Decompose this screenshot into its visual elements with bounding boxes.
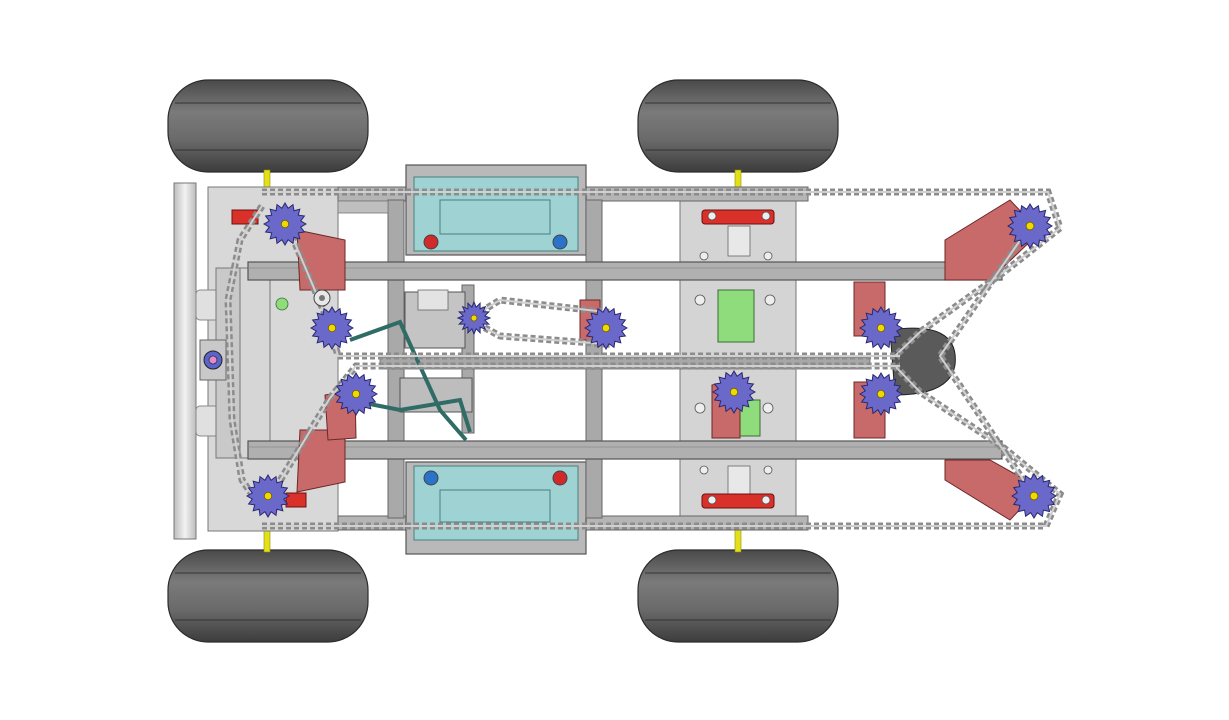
rear-cam	[889, 327, 956, 396]
sprocket-front-mid-lower	[334, 372, 378, 416]
tire-front-left	[167, 79, 369, 173]
chain-front-loop-highlight	[226, 205, 265, 513]
sprockets	[246, 202, 1057, 519]
front-bumper	[173, 182, 271, 540]
front-pivot-bearing	[199, 339, 227, 381]
sprocket-front-right	[246, 474, 290, 518]
sprocket-center-small	[456, 300, 492, 336]
frame-rails	[247, 261, 1003, 460]
tire-rear-right	[637, 549, 839, 643]
sprocket-front-left	[263, 202, 307, 246]
sprocket-front-mid-upper	[310, 306, 354, 350]
sprocket-rear-lower	[859, 372, 903, 416]
chain-rear-v-highlight	[938, 225, 1035, 497]
battery-right	[405, 461, 587, 555]
sprocket-tail-upper	[1007, 203, 1053, 249]
battery-left	[405, 164, 587, 256]
bearing-blocks	[231, 209, 775, 509]
sprocket-rear-upper	[859, 306, 903, 350]
tire-front-right	[167, 549, 369, 643]
bolts	[275, 211, 776, 505]
tire-rear-left	[637, 79, 839, 173]
chain-upper-loop-highlight	[262, 191, 1062, 357]
chain-lower-loop-highlight	[262, 365, 1062, 527]
sprocket-tail-lower	[1011, 473, 1057, 519]
sprocket-rear-motor	[712, 370, 756, 414]
sprocket-idler	[584, 306, 628, 350]
